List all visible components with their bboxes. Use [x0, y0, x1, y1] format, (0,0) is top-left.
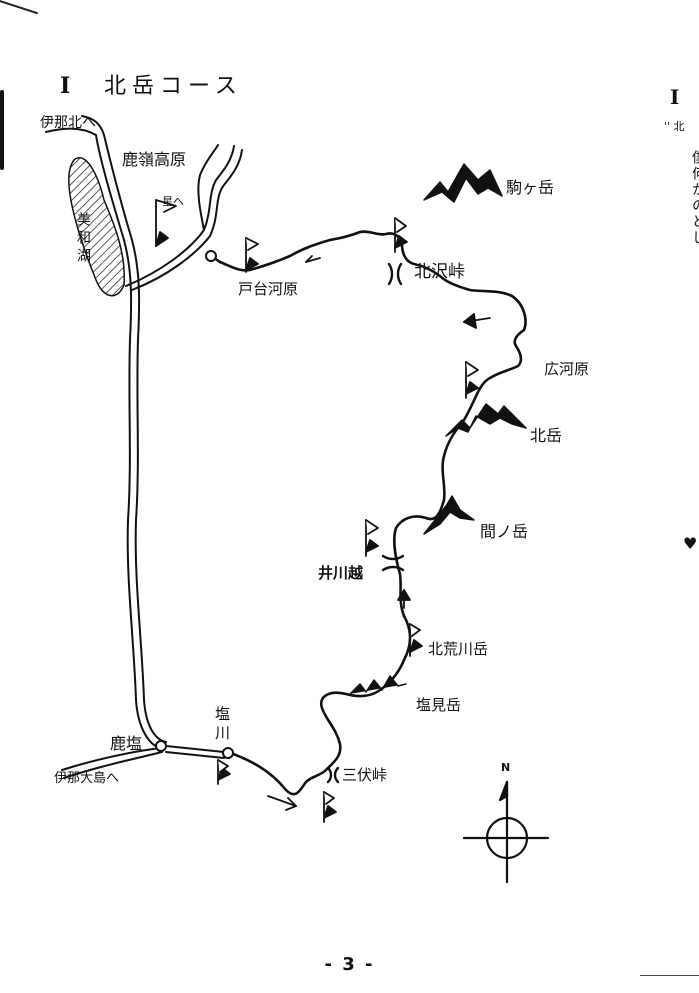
section-number: I — [60, 73, 75, 99]
label-kitazawa-pass: 北沢峠 — [414, 262, 465, 282]
page-number: - 3 - — [324, 954, 375, 975]
label-kashio: 鹿塩 — [110, 734, 143, 753]
adjacent-subtitle: '' 北 — [664, 120, 685, 133]
label-ikawa-goe: 井川越 — [318, 564, 364, 582]
label-todaigawara: 戸台河原 — [238, 280, 299, 298]
hiking-trail — [210, 230, 527, 796]
label-ainodake: 間ノ岳 — [480, 522, 529, 541]
station-circle — [155, 740, 167, 752]
mountain-icon — [349, 163, 527, 695]
adjacent-text: 僕何かのとし — [690, 150, 699, 246]
label-kitaarakawa: 北荒川岳 — [428, 640, 489, 658]
label-sanpuku-pass: 三伏峠 — [342, 766, 388, 784]
label-miwa-lake: 美和湖 — [75, 212, 91, 266]
page-edge-shadow — [0, 90, 4, 170]
main-road — [45, 115, 243, 749]
pass-icon — [326, 262, 405, 784]
compass-icon — [462, 780, 550, 884]
label-shiokawa: 塩川 — [213, 706, 231, 744]
station-circle — [222, 747, 234, 759]
compass-north-label: N — [501, 761, 511, 774]
page-corner-line — [640, 975, 699, 976]
station-circle — [205, 250, 217, 262]
label-komagatake: 駒ヶ岳 — [506, 178, 555, 197]
label-to-ina-oshima: 伊那大島へ — [54, 771, 120, 786]
lower-roads — [61, 745, 225, 779]
miwa-lake-shape — [68, 157, 125, 297]
page-heading: I 北岳コース — [60, 68, 243, 100]
flag-icon — [155, 199, 479, 823]
adjacent-page-fragment: I '' 北 僕何かのとし — [660, 80, 699, 400]
label-kitadake: 北岳 — [530, 426, 563, 445]
arrow-icon — [267, 255, 491, 811]
label-shiomidake: 塩見岳 — [416, 696, 462, 714]
adjacent-section-number: I — [670, 85, 680, 109]
label-to-ina-north: 伊那北へ — [40, 115, 96, 131]
label-hirogawara: 広河原 — [544, 360, 590, 378]
course-title: 北岳コース — [103, 74, 243, 99]
heart-icon: ♥ — [683, 534, 698, 553]
label-kaichi-kogen: 鹿嶺高原 — [122, 150, 187, 169]
label-hoshi-sign: 星へ — [162, 195, 184, 208]
